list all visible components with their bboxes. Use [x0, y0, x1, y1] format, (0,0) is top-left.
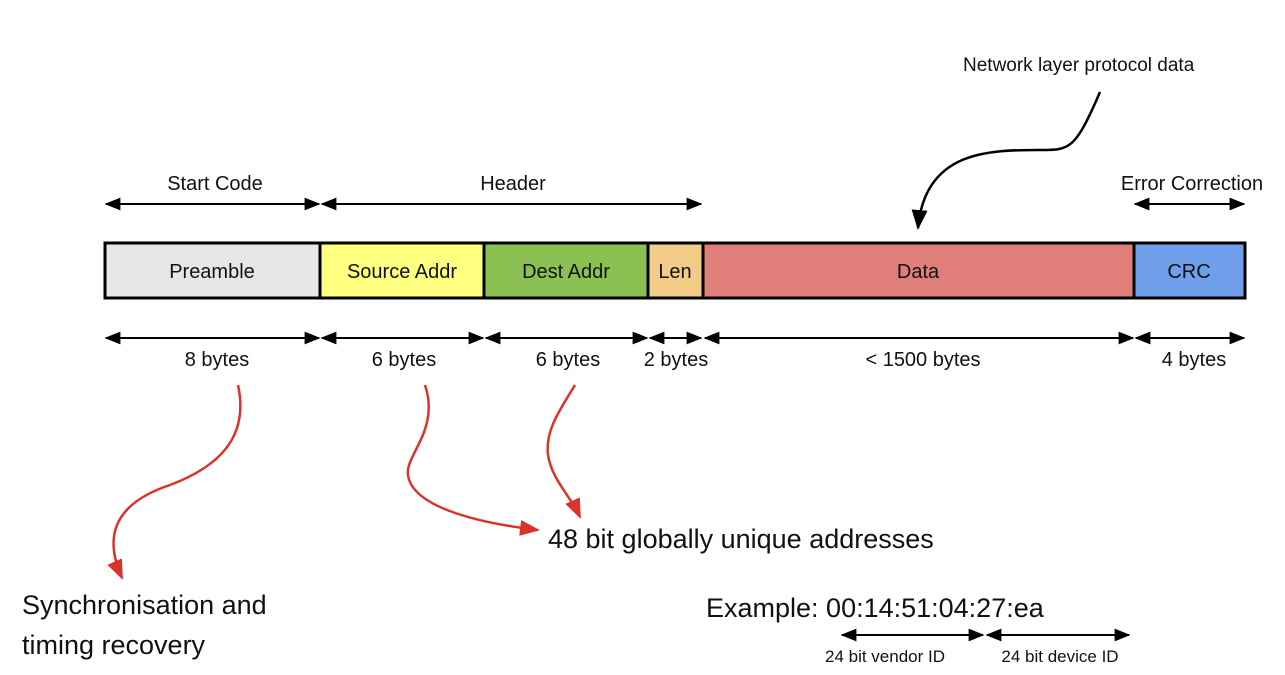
preamble-label: Preamble	[169, 261, 255, 283]
data-label: Data	[897, 261, 940, 283]
frame-bar: Preamble Source Addr Dest Addr Len Data …	[103, 241, 1247, 300]
dest-addr-field	[482, 241, 650, 300]
device-id-label: 24 bit device ID	[1001, 647, 1118, 666]
source-addr-label: Source Addr	[347, 261, 457, 283]
source-addr-size: 6 bytes	[372, 349, 436, 371]
len-size: 2 bytes	[644, 349, 708, 371]
dest-addr-size: 6 bytes	[536, 349, 600, 371]
start-code-label: Start Code	[167, 173, 263, 195]
network-data-arrow	[911, 91, 1102, 230]
network-data-note: Network layer protocol data	[963, 55, 1195, 76]
dest-address-callout-arrow	[546, 384, 582, 519]
len-field	[646, 241, 705, 300]
error-correction-label: Error Correction	[1121, 173, 1263, 195]
dest-addr-label: Dest Addr	[522, 261, 610, 283]
crc-size: 4 bytes	[1162, 349, 1226, 371]
header-label: Header	[480, 173, 546, 195]
data-field	[701, 241, 1136, 300]
sync-callout-line2: timing recovery	[22, 630, 206, 660]
vendor-id-label: 24 bit vendor ID	[825, 647, 945, 666]
data-size: < 1500 bytes	[865, 349, 980, 371]
sync-callout-line1: Synchronisation and	[22, 590, 267, 620]
sync-callout-arrow	[107, 384, 242, 580]
preamble-size: 8 bytes	[185, 349, 249, 371]
crc-field	[1132, 241, 1247, 300]
addresses-callout: 48 bit globally unique addresses	[548, 524, 934, 554]
example-address: Example: 00:14:51:04:27:ea	[706, 593, 1045, 623]
crc-label: CRC	[1167, 261, 1210, 283]
preamble-field	[103, 241, 322, 300]
source-address-callout-arrow	[406, 384, 540, 536]
len-label: Len	[658, 261, 691, 283]
source-addr-field	[318, 241, 486, 300]
